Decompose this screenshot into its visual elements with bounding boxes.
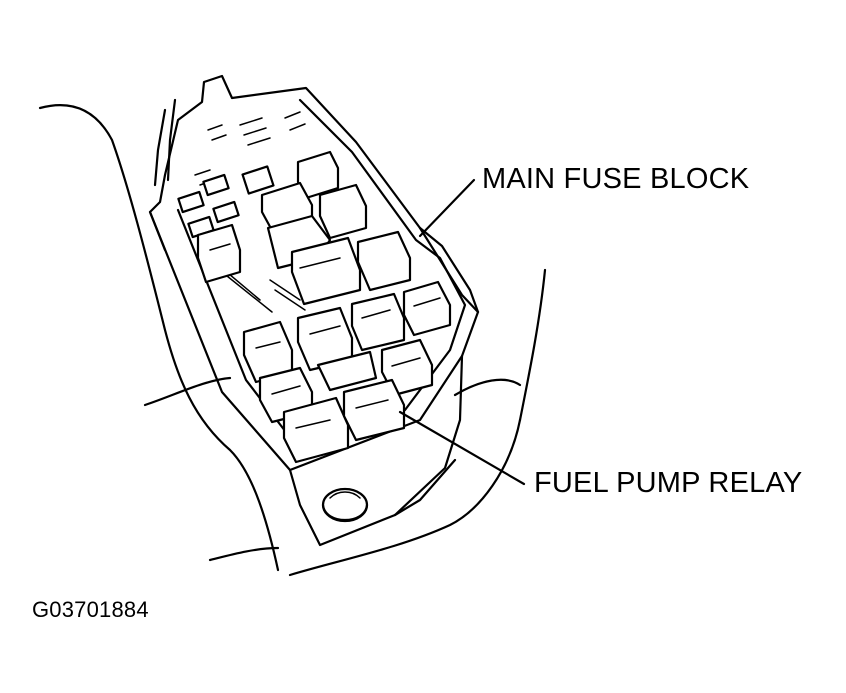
relay	[296, 150, 340, 200]
relay	[196, 223, 242, 284]
relay	[282, 396, 350, 464]
relay	[402, 280, 452, 337]
relay	[316, 350, 378, 392]
mounting-bolt	[321, 487, 369, 523]
relays	[196, 150, 452, 464]
figure-code: G03701884	[32, 597, 149, 622]
relay	[318, 183, 368, 240]
leader-line-main-fuse-block	[418, 178, 476, 238]
leader-line-fuel-pump-relay	[398, 410, 526, 486]
relay	[290, 236, 362, 306]
relay	[380, 338, 434, 397]
relay	[356, 230, 412, 292]
vehicle-body-panel	[38, 104, 547, 577]
fuel-pump-relay	[342, 378, 406, 442]
main-fuse-block-label: MAIN FUSE BLOCK	[482, 163, 750, 195]
fuel-pump-relay-label: FUEL PUMP RELAY	[534, 467, 803, 499]
mini-fuses	[177, 111, 306, 313]
relay	[350, 292, 406, 352]
